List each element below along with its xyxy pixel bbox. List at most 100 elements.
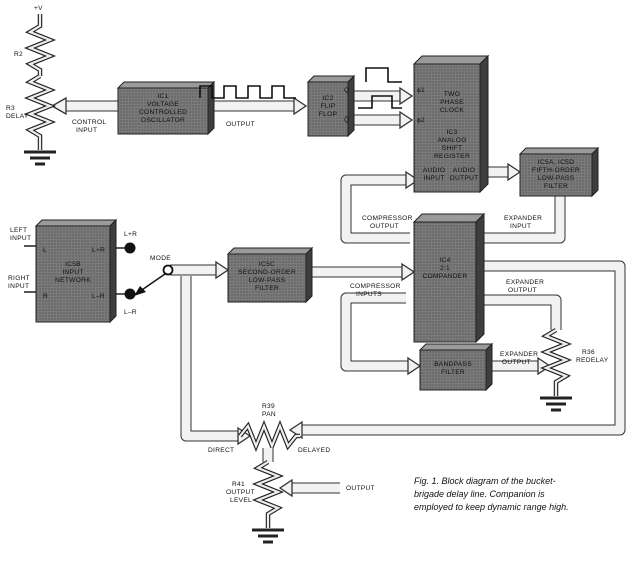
waveforms: Q Q̅ — [199, 67, 402, 124]
ic5b-r-pin: R — [43, 293, 48, 300]
ic3-reg-line3: SHIFT — [442, 145, 463, 152]
ic3-audio-out-line2: OUTPUT — [450, 175, 479, 182]
r3-label-line1: R3 — [6, 105, 15, 112]
ic3-audio-in-line1: AUDIO — [423, 167, 445, 174]
delayed-label: DELAYED — [298, 447, 330, 454]
ic3-audio-in-line2: INPUT — [423, 175, 444, 182]
ground-r3 — [24, 150, 56, 166]
ic3-reg-line1: IC3 — [446, 129, 457, 136]
mode-switch-pivot — [162, 264, 174, 276]
lmr-terminal — [124, 288, 136, 300]
arrow-ic2-in — [293, 96, 308, 116]
expander-output2-line2: OUTPUT — [502, 359, 531, 366]
lmr-label: L–R — [124, 309, 137, 316]
bandpass-line1: BANDPASS — [434, 361, 472, 368]
arrow-r36-side — [537, 356, 552, 376]
block-ic5c: IC5C SECOND-ORDER LOW-PASS FILTER — [226, 246, 314, 304]
block-ic2: IC2 FLIP FLOP — [306, 74, 356, 138]
arrow-ic4-in — [401, 262, 416, 282]
ground-r41 — [252, 528, 284, 544]
resistor-r3 — [23, 74, 57, 150]
ic5c-line3: LOW-PASS — [249, 277, 286, 284]
left-input-line1: LEFT — [10, 227, 27, 234]
ic2-line3: FLOP — [319, 111, 338, 118]
compressor-inputs-line1: COMPRESSOR — [350, 283, 401, 290]
ic3-reg-line2: ANALOG — [437, 137, 466, 144]
oscillator-square-wave — [199, 85, 296, 99]
phi2-label: ϕ2 — [417, 117, 425, 124]
ic4-line3: COMPANDER — [422, 273, 467, 280]
ic5c-line4: FILTER — [255, 285, 279, 292]
output-label: OUTPUT — [226, 121, 255, 128]
right-input-line2: INPUT — [8, 283, 29, 290]
r3-label-line2: DELAY — [6, 113, 29, 120]
block-ic1: IC1 VOLTAGE CONTROLLED OSCILLATOR — [116, 80, 216, 136]
arrow-r41-in — [278, 478, 293, 498]
resistor-r39 — [238, 419, 300, 453]
direct-label: DIRECT — [208, 447, 234, 454]
expander-output-line1: EXPANDER — [506, 279, 544, 286]
ic5ad-line1: IC5A, IC5D — [538, 159, 574, 166]
lpr-terminal — [124, 242, 136, 254]
expander-output-line2: OUTPUT — [508, 287, 537, 294]
caption-line3: employed to keep dynamic range high. — [414, 502, 569, 512]
phi1-label: ϕ1 — [417, 87, 425, 94]
resistor-r2 — [23, 14, 57, 76]
resistor-r41 — [251, 460, 285, 528]
ic5c-line2: SECOND-ORDER — [238, 269, 296, 276]
resistor-r36 — [539, 328, 573, 396]
expander-input-line2: INPUT — [510, 223, 531, 230]
ic5ad-line2: FIFTH-ORDER — [532, 167, 580, 174]
ic5b-line1: IC5B — [65, 261, 81, 268]
ic3-audio-out-line1: AUDIO — [453, 167, 475, 174]
ic5c-line1: IC5C — [259, 261, 275, 268]
arrow-audio-in — [405, 170, 420, 190]
ic4-line2: 2:1 — [440, 265, 450, 272]
expander-input-line1: EXPANDER — [504, 215, 542, 222]
lpr-label: L+R — [124, 231, 137, 238]
r39-label-line1: R39 — [262, 403, 275, 410]
r41-label-line2: OUTPUT — [226, 489, 255, 496]
caption-line2: brigade delay line. Companion is — [414, 489, 545, 499]
compressor-inputs-line2: INPUTS — [356, 291, 382, 298]
r36-label-line1: R36 — [582, 349, 595, 356]
ic5b-line3: NETWORK — [55, 277, 91, 284]
q-square-wave — [365, 67, 402, 83]
arrow-q-in — [399, 86, 414, 106]
qbar-square-wave — [358, 95, 402, 109]
compressor-output-line2: OUTPUT — [370, 223, 399, 230]
ic1-line4: OSCILLATOR — [141, 117, 185, 124]
ic1-line1: IC1 — [157, 93, 168, 100]
q-label: Q — [344, 87, 349, 94]
ic3-clock-line2: PHASE — [440, 99, 464, 106]
r36-label-line2: REDELAY — [576, 357, 609, 364]
ic5b-line2: INPUT — [62, 269, 83, 276]
ic3-reg-line4: REGISTER — [434, 153, 470, 160]
left-input-line2: INPUT — [10, 235, 31, 242]
ic3-clock-line1: TWO — [444, 91, 460, 98]
block-ic5ad: IC5A, IC5D FIFTH-ORDER LOW-PASS FILTER — [518, 146, 600, 198]
ic5b-lmr-pin: L–R — [92, 293, 105, 300]
block-ic5b: IC5B INPUT NETWORK L R L+R L–R — [34, 218, 118, 324]
r41-label-line1: R41 — [232, 481, 245, 488]
ic5b-l-pin: L — [43, 247, 47, 254]
ic2-line1: IC2 — [322, 95, 333, 102]
block-ic4: IC4 2:1 COMPANDER — [412, 212, 486, 344]
qbar-label: Q̅ — [344, 116, 349, 124]
right-input-line1: RIGHT — [8, 275, 30, 282]
control-input-line1: CONTROL — [72, 119, 106, 126]
ic2-line2: FLIP — [320, 103, 335, 110]
plus-v-label: +V — [34, 5, 43, 12]
ic1-line3: CONTROLLED — [139, 109, 187, 116]
mode-label: MODE — [150, 255, 171, 262]
bandpass-line2: FILTER — [441, 369, 465, 376]
ground-r36 — [540, 396, 572, 412]
ic5ad-line4: FILTER — [544, 183, 568, 190]
r2-label: R2 — [14, 51, 23, 58]
signal-pipes — [64, 90, 626, 494]
arrow-control-in — [50, 96, 67, 116]
r41-label-line3: LEVEL — [230, 497, 252, 504]
expander-output2-line1: EXPANDER — [500, 351, 538, 358]
ic4-line1: IC4 — [439, 257, 450, 264]
block-bandpass: BANDPASS FILTER — [418, 342, 494, 392]
